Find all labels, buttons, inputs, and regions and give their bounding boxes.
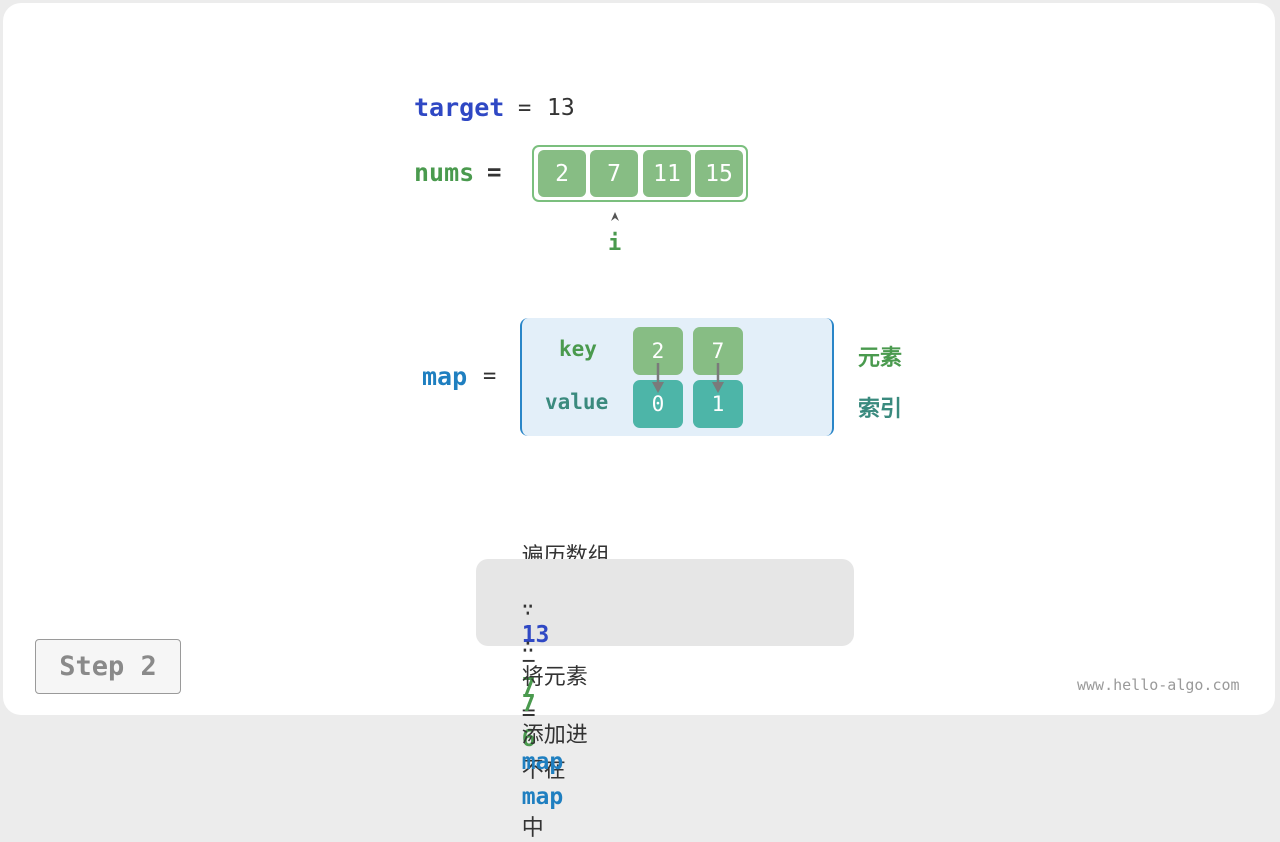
line2-map: map: [521, 749, 564, 775]
map-value-cell: 0: [633, 380, 683, 428]
key-legend: 元素: [858, 346, 903, 371]
line1-map: map: [521, 784, 564, 810]
watermark: www.hello-algo.com: [1077, 676, 1240, 694]
nums-cell: 7: [590, 150, 638, 197]
key-to-value-arrow-icon: [712, 363, 724, 393]
note-line-2: ∴ 将元素 7 添加进 map: [494, 607, 588, 775]
line2-text2: 添加进: [521, 723, 588, 748]
pointer-label: i: [608, 231, 622, 256]
nums-label: nums: [414, 158, 475, 187]
target-value: 13: [547, 95, 575, 121]
value-row-label: value: [545, 390, 609, 414]
map-equals: =: [483, 364, 497, 389]
line2-text1: 将元素: [521, 665, 588, 690]
nums-cell: 11: [643, 150, 691, 197]
target-label: target: [414, 93, 505, 122]
key-row-label: key: [559, 337, 597, 361]
line1-b: 7: [521, 674, 536, 700]
map-label: map: [422, 362, 468, 391]
line1-minus: −: [521, 648, 536, 674]
target-equals: =: [518, 96, 532, 121]
therefore-symbol: ∴: [521, 634, 534, 658]
value-legend: 索引: [858, 397, 903, 422]
line1-a: 13: [521, 622, 550, 648]
pointer-arrow-icon: [611, 212, 619, 221]
nums-equals: =: [487, 158, 502, 186]
key-to-value-arrow-icon: [652, 363, 664, 393]
nums-cell: 15: [695, 150, 743, 197]
explanation-note: [476, 559, 854, 646]
because-symbol: ∵: [521, 597, 534, 621]
step-badge: Step 2: [35, 639, 181, 694]
nums-cell: 2: [538, 150, 586, 197]
nums-array-box: [532, 145, 748, 202]
line2-val: 7: [521, 691, 536, 717]
line1-end: 中: [521, 816, 544, 841]
